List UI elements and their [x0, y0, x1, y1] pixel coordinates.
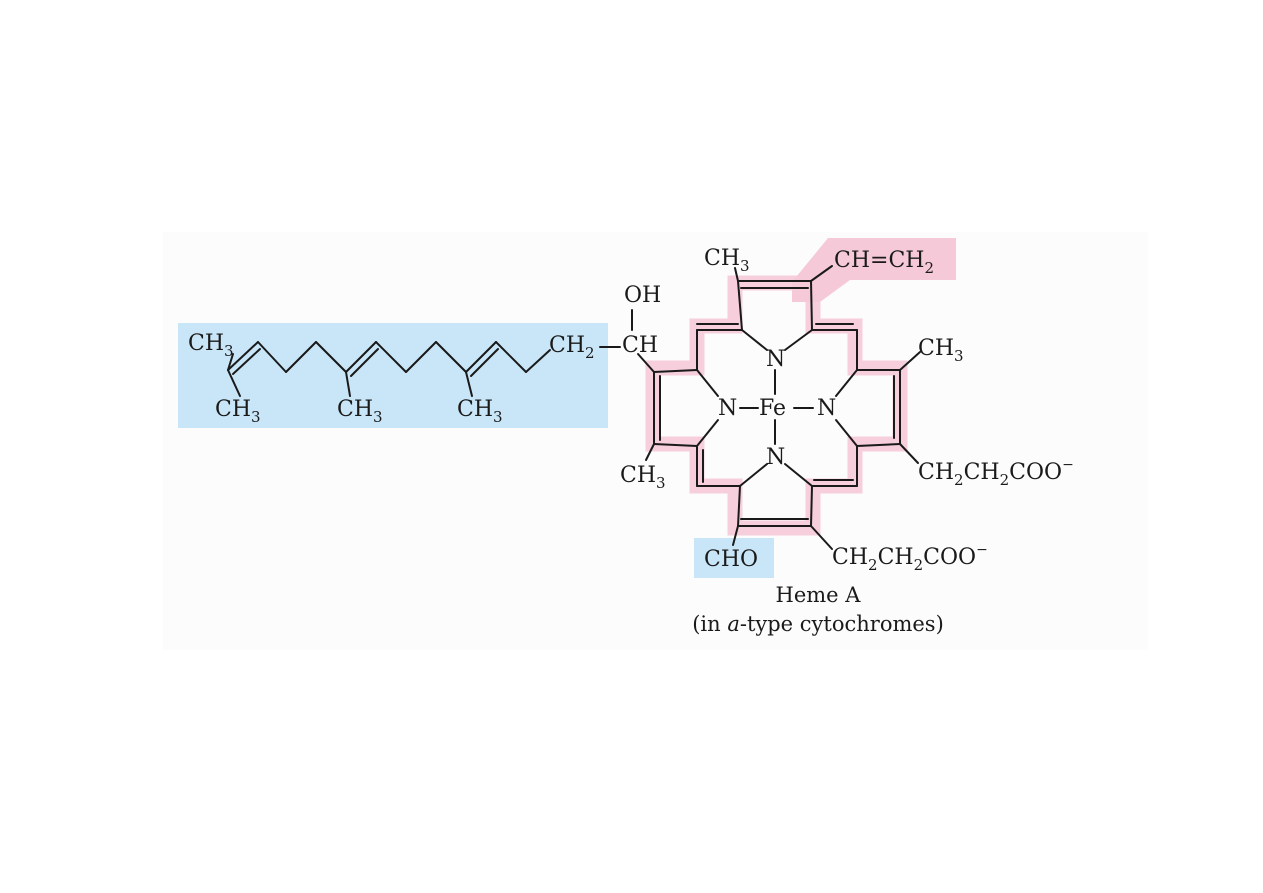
propionate-right-label: CH2CH2COO−	[918, 457, 1074, 489]
ch3-lower-left-label: CH3	[620, 463, 666, 492]
tail-ch3-2-label: CH3	[337, 397, 383, 426]
nitrogen-left-label: N	[718, 396, 737, 421]
nitrogen-top-label: N	[766, 347, 785, 372]
nitrogen-bottom-label: N	[766, 445, 785, 470]
iron-label: Fe	[759, 396, 786, 421]
formyl-label: CHO	[704, 547, 758, 572]
isoprenoid-tail-bonds	[227, 309, 655, 397]
isoprenoid-tail-highlight	[178, 323, 608, 428]
propionate-bottom-label: CH2CH2COO−	[832, 542, 988, 574]
tail-oh-label: OH	[624, 283, 661, 308]
ch3-right-label: CH3	[918, 336, 964, 365]
tail-ch-label: CH	[622, 333, 658, 358]
tail-ch2-label: CH2	[549, 333, 595, 362]
caption-subtitle: (in a-type cytochromes)	[692, 612, 944, 636]
tail-ch3-1-label: CH3	[215, 397, 261, 426]
tail-ch3-left-label: CH3	[188, 331, 234, 360]
tail-ch3-3-label: CH3	[457, 397, 503, 426]
porphyrin-bonds	[645, 265, 921, 550]
nitrogen-right-label: N	[817, 396, 836, 421]
vinyl-label: CH=CH2	[834, 248, 934, 277]
vinyl-group-highlight	[792, 238, 956, 302]
caption-title: Heme A	[776, 583, 862, 607]
ch3-top-label: CH3	[704, 246, 750, 275]
